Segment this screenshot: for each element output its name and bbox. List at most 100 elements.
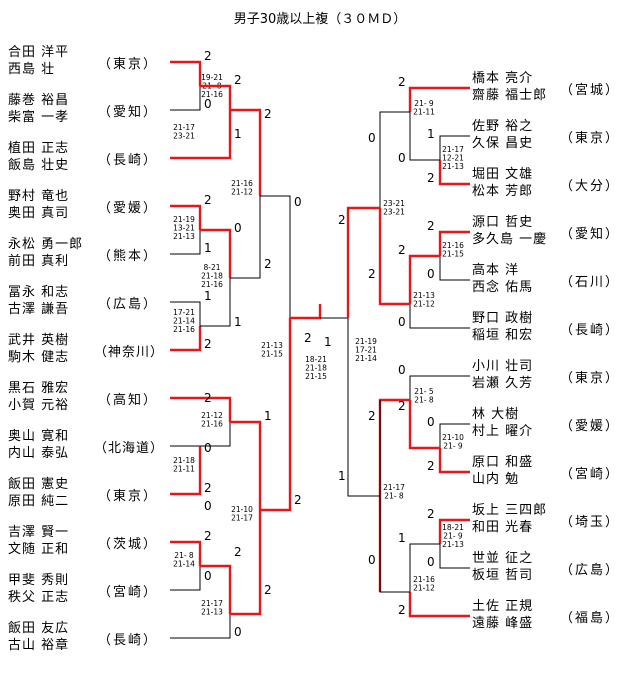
game-score-detail: 21-16 xyxy=(201,280,223,289)
match-score: 2 xyxy=(398,75,406,89)
prefecture-label: （愛媛） xyxy=(560,419,621,434)
match-score: 2 xyxy=(427,171,435,185)
bracket-line xyxy=(439,135,470,160)
match-score: 1 xyxy=(324,335,332,349)
player-name: 吉澤 賢一 xyxy=(8,525,70,540)
bracket-line xyxy=(170,60,202,86)
team-block: 武井 英樹駒木 健志 xyxy=(8,332,69,366)
team-block: 黒石 雅宏小賀 元裕 xyxy=(8,380,69,414)
player-name: 黒石 雅宏 xyxy=(8,381,70,396)
game-score-detail: 21-10 xyxy=(231,505,253,514)
match-score: 0 xyxy=(398,151,406,165)
bracket-line xyxy=(170,396,232,422)
match-score: 1 xyxy=(204,241,212,255)
game-score-detail: 21-19 xyxy=(355,337,377,346)
match-score: 1 xyxy=(234,315,242,329)
game-score-detail: 21-19 xyxy=(173,215,195,224)
player-name: 柴富 一孝 xyxy=(8,110,70,125)
bracket-line xyxy=(438,230,470,256)
team-block: 源口 哲史多久島 一慶 xyxy=(472,214,547,248)
team-block: 小川 壮司岩瀬 久芳 xyxy=(472,358,533,392)
game-score-detail: 21-15 xyxy=(442,250,464,259)
game-score-detail: 21-17 xyxy=(442,145,464,154)
game-score-detail: 21- 9 xyxy=(414,99,434,108)
player-name: 村上 曜介 xyxy=(472,424,534,439)
team-block: 冨永 和志古澤 謙吾 xyxy=(8,284,69,318)
game-score-detail: 21-16 xyxy=(442,241,464,250)
game-score-detail: 8-21 xyxy=(203,263,220,272)
match-score: 2 xyxy=(234,545,242,559)
match-score: 2 xyxy=(204,529,212,543)
match-score: 2 xyxy=(264,583,272,597)
prefecture-label: （茨城） xyxy=(98,537,159,552)
prefecture-label: （大分） xyxy=(560,179,621,194)
game-score-detail: 21-14 xyxy=(173,560,195,569)
prefecture-label: （東京） xyxy=(98,489,159,504)
team-block: 藤巻 裕昌柴富 一孝 xyxy=(8,92,69,126)
game-score-detail: 21-16 xyxy=(231,179,253,188)
game-score-detail: 21-12 xyxy=(413,300,435,309)
player-name: 齋藤 福士郎 xyxy=(472,88,548,103)
game-score-detail: 21-14 xyxy=(173,317,195,326)
bracket-line xyxy=(408,400,440,450)
game-score-detail: 21-13 xyxy=(173,232,195,241)
player-name: 稲垣 和宏 xyxy=(472,328,534,343)
game-score-detail: 21-17 xyxy=(383,483,405,492)
game-score-detail: 21-14 xyxy=(355,354,377,363)
player-name: 佐野 裕之 xyxy=(472,119,534,134)
match-score: 1 xyxy=(234,127,242,141)
game-score-detail: 18-21 xyxy=(442,523,464,532)
game-score-detail: 21-17 xyxy=(231,514,253,523)
match-score: 0 xyxy=(204,569,212,583)
match-score: 0 xyxy=(234,625,242,639)
player-name: 和田 光春 xyxy=(472,520,534,535)
bracket-line xyxy=(408,592,470,618)
match-score: 0 xyxy=(398,315,406,329)
game-score-detail: 23-21 xyxy=(173,132,195,141)
bracket-line xyxy=(409,112,440,161)
prefecture-label: （広島） xyxy=(98,297,159,312)
bracket-line xyxy=(439,423,470,448)
match-score: 2 xyxy=(204,337,212,351)
player-name: 世並 征之 xyxy=(472,551,534,566)
bracket-line xyxy=(379,111,410,208)
bracket-line xyxy=(438,160,470,186)
game-score-detail: 21- 8 xyxy=(174,551,194,560)
bracket-line xyxy=(170,110,232,160)
game-score-detail: 17-21 xyxy=(173,308,195,317)
prefecture-label: （長崎） xyxy=(560,323,621,338)
bracket-line xyxy=(170,446,202,496)
prefecture-label: （神奈川） xyxy=(94,345,165,360)
game-score-detail: 21-16 xyxy=(173,325,195,334)
player-name: 原口 和盛 xyxy=(472,455,534,470)
bracket-line xyxy=(170,86,201,111)
match-score: 2 xyxy=(264,107,272,121)
game-score-detail: 21-12 xyxy=(201,411,223,420)
game-score-detail: 21-15 xyxy=(261,350,283,359)
bracket-line xyxy=(438,518,470,544)
match-score: 2 xyxy=(427,507,435,521)
game-score-detail: 21-18 xyxy=(173,456,195,465)
game-score-detail: 21-18 xyxy=(305,364,327,373)
player-name: 小賀 元裕 xyxy=(8,398,70,413)
match-score: 2 xyxy=(294,493,302,507)
match-score: 0 xyxy=(427,267,435,281)
prefecture-label: （熊本） xyxy=(98,249,159,264)
match-score: 2 xyxy=(398,603,406,617)
team-block: 野村 竜也奥田 真司 xyxy=(8,188,69,222)
bracket-line xyxy=(170,204,202,230)
game-score-detail: 18-21 xyxy=(305,355,327,364)
game-score-detail: 19-21 xyxy=(201,73,223,82)
bracket-line xyxy=(379,400,410,593)
game-score-detail: 21- 5 xyxy=(414,387,434,396)
game-score-detail: 21-18 xyxy=(201,272,223,281)
player-name: 西島 壮 xyxy=(8,62,56,77)
game-score-detail: 21-17 xyxy=(201,599,223,608)
team-block: 永松 勇一郎前田 真利 xyxy=(8,236,83,270)
bracket-line xyxy=(378,208,410,306)
prefecture-label: （宮崎） xyxy=(560,467,621,482)
player-name: 遠藤 峰盛 xyxy=(472,616,534,631)
player-name: 藤巻 裕昌 xyxy=(8,93,70,108)
player-name: 駒木 健志 xyxy=(8,350,70,365)
player-name: 西念 佑馬 xyxy=(472,280,534,295)
